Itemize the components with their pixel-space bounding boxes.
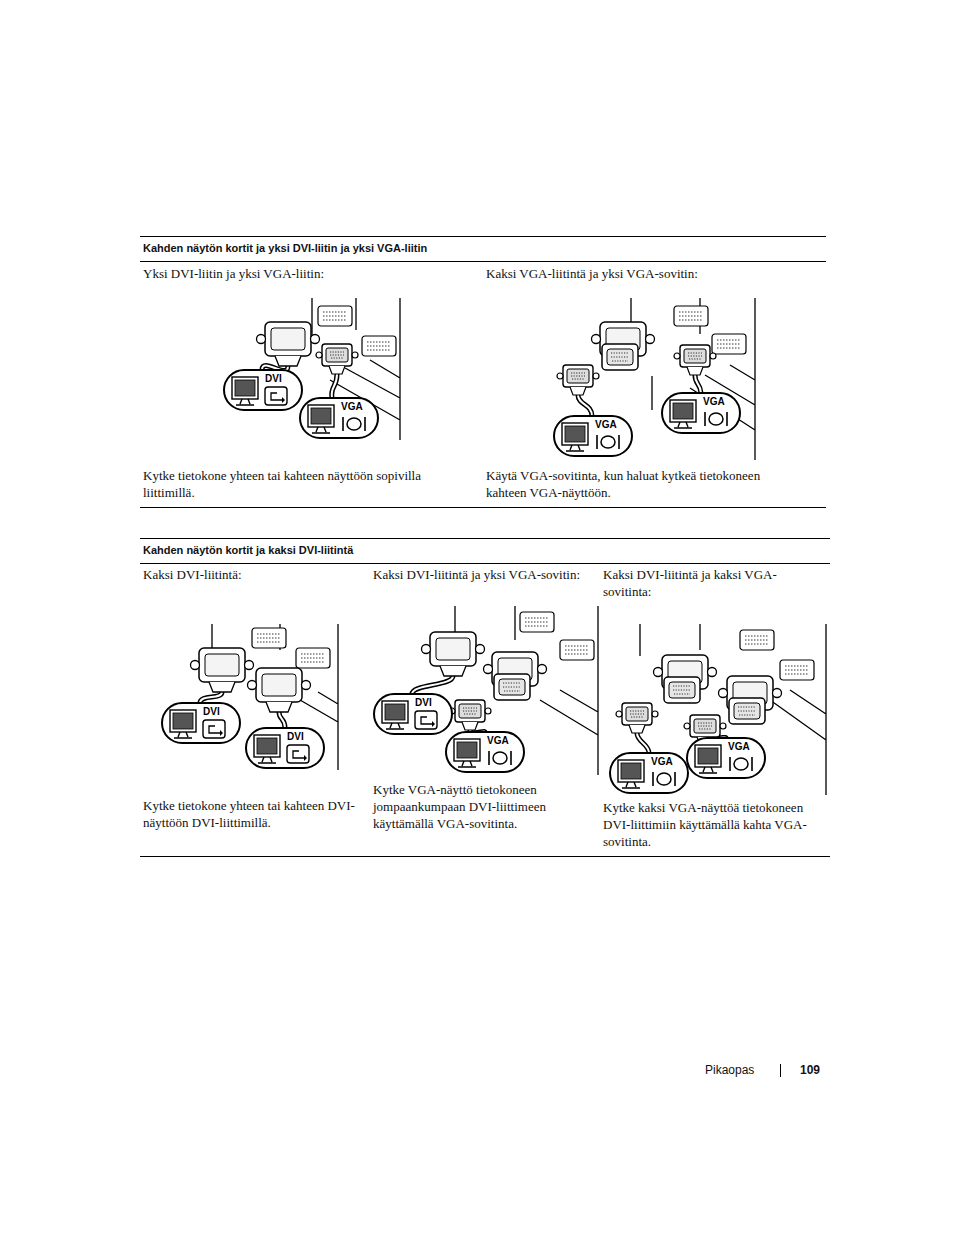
monitor-badge: DVI bbox=[373, 693, 453, 735]
dvi-monitor-icon bbox=[225, 371, 301, 409]
connector-label: VGA bbox=[487, 735, 509, 746]
column-header: Kaksi DVI-liitintä ja kaksi VGA-sovitint… bbox=[603, 566, 803, 600]
table-rule bbox=[140, 856, 830, 857]
column-header: Kaksi VGA-liitintä ja yksi VGA-sovitin: bbox=[486, 265, 816, 282]
table-heading: Kahden näytön kortit ja yksi DVI-liitin … bbox=[143, 241, 427, 255]
monitor-badge: DVI bbox=[223, 369, 303, 411]
connector-label: DVI bbox=[265, 373, 282, 384]
dvi-monitor-icon bbox=[247, 729, 323, 767]
connector-label: DVI bbox=[287, 731, 304, 742]
monitor-badge: VGA bbox=[299, 397, 379, 439]
connector-label: VGA bbox=[651, 756, 673, 767]
table-rule bbox=[140, 236, 826, 237]
vga-monitor-icon bbox=[447, 733, 523, 771]
column-header: Kaksi DVI-liitintä ja yksi VGA-sovitin: bbox=[373, 566, 601, 583]
monitor-badge: DVI bbox=[245, 727, 325, 769]
column-header: Kaksi DVI-liitintä: bbox=[143, 566, 363, 583]
connector-label: VGA bbox=[595, 419, 617, 430]
caption-text: Kytke kaksi VGA-näyttöä tietokoneen DVI-… bbox=[603, 799, 831, 850]
vga-monitor-icon bbox=[611, 754, 687, 792]
monitor-badge: VGA bbox=[553, 415, 633, 457]
caption-text: Kytke VGA-näyttö tietokoneen jompaankump… bbox=[373, 781, 588, 832]
table-rule bbox=[140, 538, 830, 539]
vga-monitor-icon bbox=[555, 417, 631, 455]
vga-monitor-icon bbox=[663, 394, 739, 432]
dvi-monitor-icon bbox=[163, 704, 239, 742]
monitor-badge: VGA bbox=[686, 737, 766, 779]
dvi-monitor-icon bbox=[375, 695, 451, 733]
vga-monitor-icon bbox=[688, 739, 764, 777]
caption-text: Kytke tietokone yhteen tai kahteen DVI-n… bbox=[143, 797, 358, 831]
connector-label: VGA bbox=[728, 741, 750, 752]
connector-label: DVI bbox=[203, 706, 220, 717]
table-heading: Kahden näytön kortit ja kaksi DVI-liitin… bbox=[143, 543, 353, 557]
connector-label: DVI bbox=[415, 697, 432, 708]
monitor-badge: VGA bbox=[609, 752, 689, 794]
connector-label: VGA bbox=[341, 401, 363, 412]
monitor-badge: VGA bbox=[445, 731, 525, 773]
caption-text: Kytke tietokone yhteen tai kahteen näytt… bbox=[143, 467, 461, 501]
monitor-badge: DVI bbox=[161, 702, 241, 744]
page-number: 109 bbox=[800, 1063, 820, 1077]
table-rule bbox=[140, 507, 826, 508]
vga-monitor-icon bbox=[301, 399, 377, 437]
connector-label: VGA bbox=[703, 396, 725, 407]
table-rule bbox=[140, 563, 830, 564]
monitor-badge: VGA bbox=[661, 392, 741, 434]
footer-title: Pikaopas bbox=[705, 1063, 754, 1077]
column-header: Yksi DVI-liitin ja yksi VGA-liitin: bbox=[143, 265, 473, 282]
footer-separator bbox=[780, 1064, 781, 1077]
table-rule bbox=[140, 261, 826, 262]
caption-text: Käytä VGA-sovitinta, kun haluat kytkeä t… bbox=[486, 467, 798, 501]
